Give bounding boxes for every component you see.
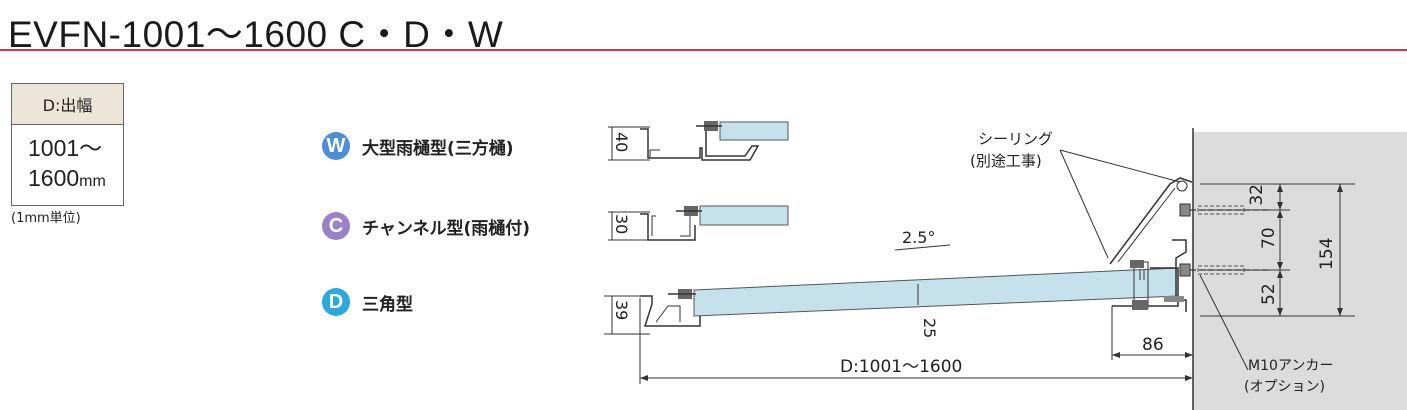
profile-w-height: 40 — [612, 132, 631, 152]
dim-upper-label: 32 — [1247, 184, 1267, 206]
spec-table: D:出幅 1001～ 1600mm — [11, 83, 124, 206]
title-divider — [0, 49, 1407, 51]
sealing-label: シーリング — [978, 130, 1053, 148]
type-w-badge: W — [322, 132, 350, 160]
sealing-note: (別途工事) — [970, 152, 1042, 170]
slope-line — [894, 244, 951, 251]
spec-note: (1mm単位) — [11, 211, 81, 226]
anchor-label: M10アンカー — [1248, 358, 1333, 374]
type-w-row: W 大型雨樋型(三方樋) — [322, 132, 514, 160]
profile-w — [608, 121, 789, 161]
type-c-badge: C — [322, 212, 350, 240]
range-max: 1600mm — [28, 165, 106, 191]
profile-d — [604, 267, 1179, 335]
spec-table-range: 1001～ 1600mm — [12, 125, 123, 205]
page-title: EVFN-1001～1600 C・D・W — [8, 14, 504, 55]
wall — [1193, 132, 1407, 410]
type-d-label: 三角型 — [362, 294, 413, 315]
spec-table-header: D:出幅 — [12, 84, 123, 125]
depth-dimension — [639, 298, 1194, 384]
type-c-row: C チャンネル型(雨樋付) — [322, 212, 530, 240]
sealing-leader — [1059, 149, 1109, 259]
vertical-dimensions — [1200, 183, 1355, 317]
range-min: 1001～ — [28, 135, 103, 161]
range-unit: mm — [79, 173, 106, 190]
dim-total-label: 154 — [1317, 238, 1337, 270]
thickness-label: 25 — [920, 318, 939, 338]
type-c-label: チャンネル型(雨樋付) — [362, 218, 531, 239]
type-d-badge: D — [322, 288, 350, 316]
profile-c — [608, 205, 789, 241]
slope-label: 2.5° — [902, 228, 935, 247]
bracket-width-dimension — [1111, 306, 1193, 360]
canopy-panel — [693, 267, 1179, 317]
bracket-width-label: 86 — [1142, 335, 1164, 355]
profile-c-height: 30 — [612, 214, 631, 234]
profile-d-height: 39 — [612, 300, 631, 320]
dim-middle-label: 70 — [1259, 227, 1279, 249]
type-d-row: D 三角型 — [322, 288, 413, 316]
type-w-label: 大型雨樋型(三方樋) — [362, 138, 514, 159]
anchor-note: (オプション) — [1244, 379, 1325, 395]
dim-lower-label: 52 — [1259, 283, 1279, 305]
anchor-leader — [1199, 274, 1249, 371]
sealing-leader-2 — [1059, 149, 1181, 183]
depth-label: D:1001～1600 — [840, 357, 962, 377]
